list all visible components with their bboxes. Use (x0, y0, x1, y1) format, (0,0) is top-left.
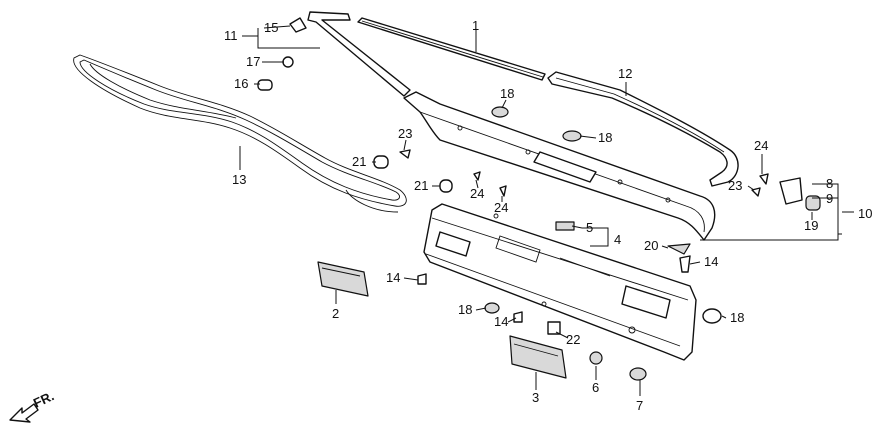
callout-20: 20 (644, 238, 658, 253)
callout-18-top: 18 (500, 86, 514, 101)
callout-13: 13 (232, 172, 246, 187)
screw-14-mid (513, 311, 523, 323)
callout-2: 2 (332, 306, 339, 321)
leader-lines (239, 25, 854, 396)
callout-7: 7 (636, 398, 643, 413)
callout-16: 16 (234, 76, 248, 91)
lower-back-panel-4 (423, 203, 697, 361)
callout-14-left: 14 (386, 270, 400, 285)
callout-12: 12 (618, 66, 632, 81)
callout-6: 6 (592, 380, 599, 395)
callout-18-low: 18 (458, 302, 472, 317)
grommet-7 (629, 367, 647, 381)
callout-24-c: 24 (754, 138, 768, 153)
grommet-18-low (484, 302, 500, 314)
front-arrow-icon (9, 403, 39, 423)
upper-trim-panel (403, 91, 716, 241)
weatherstrip-loop-13 (73, 54, 407, 213)
callout-10: 10 (858, 206, 872, 221)
callout-8: 8 (826, 176, 833, 191)
support-rod-11 (307, 11, 411, 97)
front-label: FR. (31, 388, 56, 410)
callout-14-mid: 14 (494, 314, 508, 329)
bracket-8-9 (779, 177, 803, 205)
callout-3: 3 (532, 390, 539, 405)
grommet-18-mid (562, 130, 582, 142)
callout-9: 9 (826, 191, 833, 206)
grommet-18-top (491, 106, 509, 118)
callout-15: 15 (264, 20, 278, 35)
callout-11: 11 (224, 28, 238, 43)
upper-rail-1 (357, 17, 546, 81)
knob-19 (805, 195, 821, 211)
screw-23-a (399, 149, 411, 159)
plug-6 (589, 351, 603, 365)
front-direction-indicator: FR. (9, 388, 56, 423)
callout-24-a: 24 (470, 186, 484, 201)
callout-1: 1 (472, 18, 479, 33)
screw-24-b (499, 185, 507, 197)
callout-18-mid: 18 (598, 130, 612, 145)
clip-17 (282, 56, 294, 68)
screw-24-a (473, 171, 481, 181)
callout-24-b: 24 (494, 200, 508, 215)
callout-19: 19 (804, 218, 818, 233)
cap-21-a (373, 155, 389, 169)
callout-21-a: 21 (352, 154, 366, 169)
screw-14-left (417, 273, 427, 285)
screw-24-c (759, 173, 769, 185)
clip-22 (547, 321, 561, 335)
callout-23-a: 23 (398, 126, 412, 141)
callout-22: 22 (566, 332, 580, 347)
callout-21-b: 21 (414, 178, 428, 193)
clip-15 (289, 17, 307, 33)
callout-17: 17 (246, 54, 260, 69)
grommet-16 (257, 79, 273, 91)
callout-14-right: 14 (704, 254, 718, 269)
grommet-18-right (702, 308, 722, 324)
lamp-cover-3 (509, 335, 567, 379)
cap-21-b (439, 179, 453, 193)
callout-labels: 1 2 3 4 5 6 7 8 9 10 11 12 13 14 14 14 1… (224, 18, 872, 413)
seal-strip-12 (547, 71, 739, 187)
callout-4: 4 (614, 232, 621, 247)
callout-5: 5 (586, 220, 593, 235)
lamp-cover-2 (317, 261, 369, 297)
clip-5 (555, 221, 575, 231)
clip-20 (667, 243, 691, 255)
screw-14-right (679, 255, 691, 273)
callout-23-b: 23 (728, 178, 742, 193)
callout-18-right: 18 (730, 310, 744, 325)
